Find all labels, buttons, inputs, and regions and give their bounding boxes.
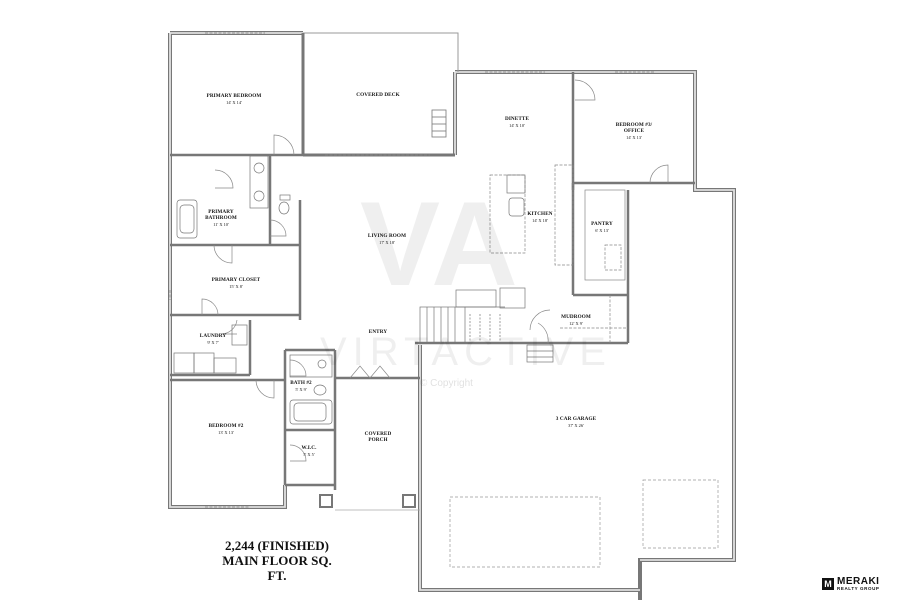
meraki-logo-icon: M (822, 578, 834, 591)
exterior-walls (168, 31, 736, 600)
square-footage-caption: 2,244 (FINISHED) MAIN FLOOR SQ. FT. (212, 538, 342, 583)
sqft-line-1: 2,244 (FINISHED) (224, 538, 329, 553)
room-label-wic: W.I.C.5' X 5' (301, 445, 317, 457)
room-label-entry: ENTRY (368, 329, 388, 335)
brand-name: MERAKI (837, 576, 880, 587)
sqft-line-2: MAIN FLOOR SQ. FT. (222, 553, 332, 583)
covered-deck-outline (303, 32, 459, 72)
brand-logo: M MERAKI REALTY GROUP (822, 577, 880, 592)
brand-tagline: REALTY GROUP (837, 586, 880, 591)
room-label-covered-deck: COVERED DECK (356, 92, 400, 98)
